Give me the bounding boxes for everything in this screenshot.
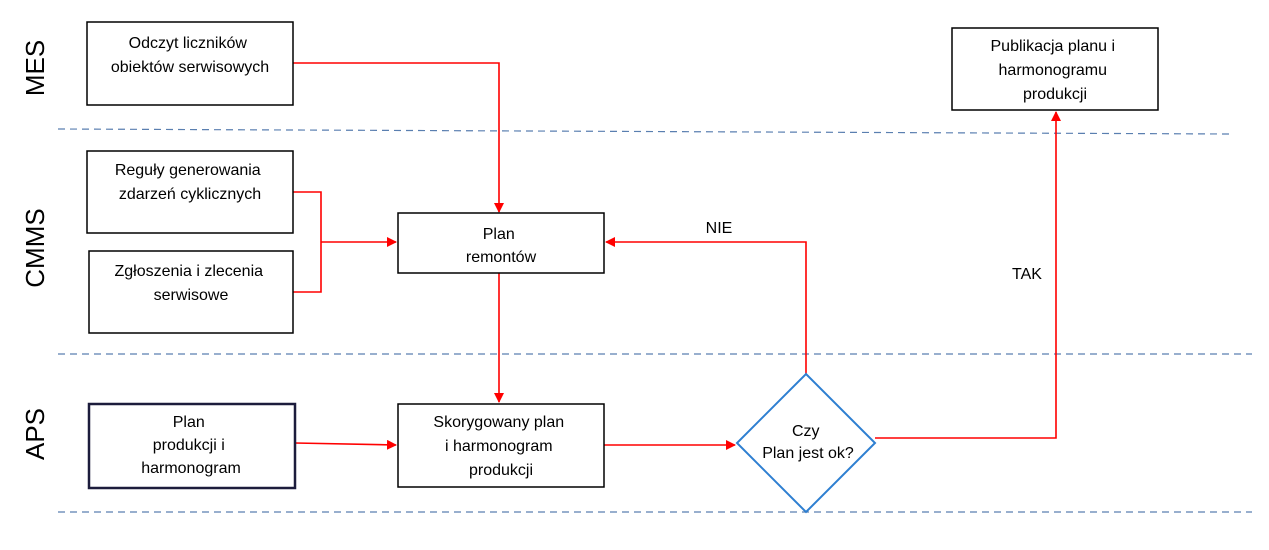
arrow-odczyt-to-plan-remontow	[293, 62, 504, 213]
node-skorygowany-line-2: i harmonogram	[445, 438, 553, 455]
node-plan-remontow-line-1: Plan	[483, 226, 515, 243]
svg-text:Plan remontów: Plan remontów	[466, 226, 537, 266]
edge-label-nie: NIE	[706, 220, 733, 237]
edge-label-tak: TAK	[1012, 266, 1042, 283]
node-zgloszenia-line-2: serwisowe	[154, 287, 229, 304]
node-reguly-generowania: Reguły generowania zdarzeń cyklicznych	[86, 150, 294, 234]
connectors	[293, 62, 1061, 450]
svg-text:Plan produkcji i h: Plan produkcji i harmonogram	[141, 414, 241, 477]
node-plan-produkcji-line-3: harmonogram	[141, 460, 241, 477]
node-skorygowany-line-1: Skorygowany plan	[433, 414, 564, 431]
svg-text:Skorygowany plan i harmo: Skorygowany plan i harmonogram produkcji	[433, 414, 568, 479]
node-reguly-line-1: Reguły generowania	[115, 162, 261, 179]
lane-label-aps: APS	[20, 408, 50, 460]
node-decyzja-czy-plan-ok: Czy Plan jest ok?	[735, 372, 877, 514]
arrow-decyzja-tak-to-publikacja	[875, 111, 1061, 439]
node-zgloszenia-zlecenia: Zgłoszenia i zlecenia serwisowe	[88, 250, 294, 334]
connector-reguly	[293, 191, 322, 293]
node-publikacja-line-1: Publikacja planu i	[991, 38, 1116, 55]
arrow-plan-produkcji-to-skorygowany	[294, 439, 397, 450]
svg-text:Odczyt liczników obiektó: Odczyt liczników obiektów serwisowych	[111, 35, 269, 76]
node-plan-produkcji: Plan produkcji i harmonogram	[87, 402, 297, 490]
node-plan-produkcji-line-1: Plan	[173, 414, 205, 431]
svg-text:Zgłoszenia i zlecenia se: Zgłoszenia i zlecenia serwisowe	[115, 263, 268, 304]
node-plan-remontow: Plan remontów	[397, 212, 605, 274]
svg-text:Czy Plan jest ok?: Czy Plan jest ok?	[762, 423, 854, 462]
lane-label-mes: MES	[20, 40, 50, 96]
node-plan-produkcji-line-2: produkcji i	[153, 437, 225, 454]
node-publikacja-planu: Publikacja planu i harmonogramu produkcj…	[951, 27, 1159, 111]
node-publikacja-line-2: harmonogramu	[999, 62, 1108, 79]
node-decyzja-line-2: Plan jest ok?	[762, 445, 854, 462]
arrow-decyzja-nie-to-plan-remontow	[605, 237, 807, 374]
svg-text:Publikacja planu i harmo: Publikacja planu i harmonogramu produkcj…	[991, 38, 1120, 103]
node-plan-remontow-line-2: remontów	[466, 249, 537, 266]
node-odczyt-licznikow: Odczyt liczników obiektów serwisowych	[86, 21, 294, 106]
node-skorygowany-line-3: produkcji	[469, 462, 533, 479]
lane-label-cmms: CMMS	[20, 208, 50, 287]
node-odczyt-line-2: obiektów serwisowych	[111, 59, 269, 76]
node-reguly-line-2: zdarzeń cyklicznych	[119, 186, 261, 203]
lane-divider-mes-cmms	[57, 128, 1231, 135]
node-zgloszenia-line-1: Zgłoszenia i zlecenia	[115, 263, 264, 280]
node-publikacja-line-3: produkcji	[1023, 86, 1087, 103]
node-odczyt-line-1: Odczyt liczników	[129, 35, 248, 52]
node-skorygowany-plan: Skorygowany plan i harmonogram produkcji	[397, 403, 605, 488]
svg-text:Reguły generowania zdarz: Reguły generowania zdarzeń cyklicznych	[115, 162, 265, 203]
node-decyzja-line-1: Czy	[792, 423, 820, 440]
